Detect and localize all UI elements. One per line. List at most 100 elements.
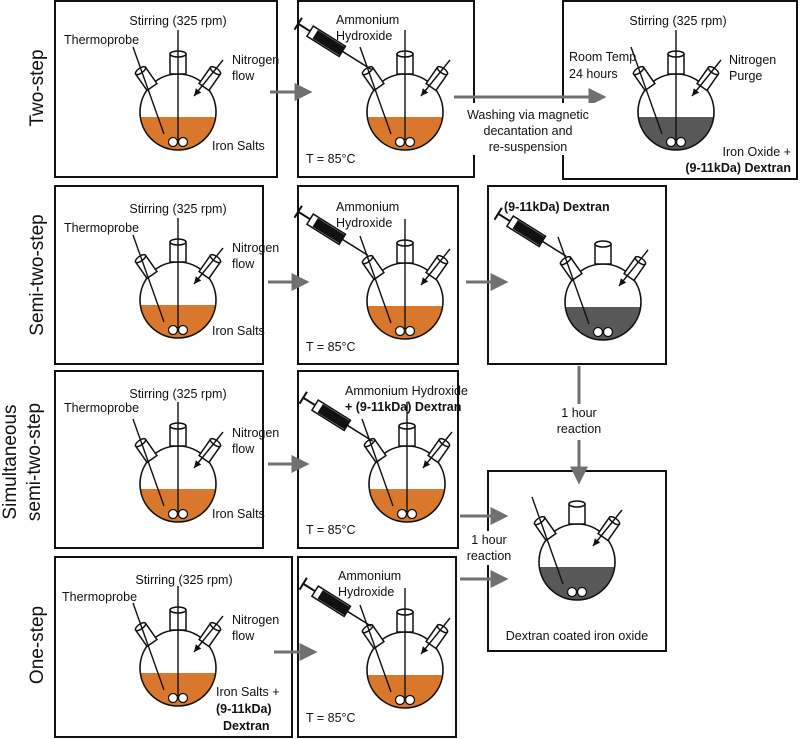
right-neck: [623, 255, 647, 282]
right-neck: [427, 437, 451, 464]
label-thermoprobe: Thermoprobe: [64, 401, 139, 415]
needle: [341, 238, 369, 256]
label-nitrogen: Nitrogen: [232, 53, 279, 67]
right-neck: [198, 253, 222, 280]
left-neck: [363, 437, 387, 464]
label-flow: flow: [232, 442, 255, 456]
nitrogen-line: [420, 617, 451, 655]
nitrogen-line: [420, 248, 451, 286]
stir-bar: [576, 586, 588, 598]
barrel-fill: [512, 220, 545, 246]
thermoprobe: [132, 602, 165, 691]
label-thermoprobe: Thermoprobe: [64, 221, 139, 235]
label-one-hour: 1 hour: [561, 406, 596, 420]
plunger-cap: [298, 577, 308, 591]
thermoprobe: [132, 234, 165, 323]
label-nitrogen: Nitrogen: [729, 53, 776, 67]
stir-bar: [396, 508, 408, 520]
arrow-tip: [619, 278, 627, 286]
barrel-fill: [317, 404, 350, 430]
label-dextran-word: Dextran: [223, 719, 270, 733]
nitrogen-line: [422, 431, 453, 469]
left-neck: [361, 623, 385, 650]
label-temperature: T = 85°C: [306, 340, 356, 354]
plunger-rod: [297, 210, 311, 221]
stir-bar: [177, 692, 189, 704]
label-reaction: reaction: [467, 549, 512, 563]
row-label-simultaneous-line2: semi-two-step: [24, 403, 45, 521]
barrel-fill: [317, 590, 350, 616]
plunger-cap: [493, 207, 503, 221]
stir-bar: [404, 694, 416, 706]
stir-bar: [167, 324, 179, 336]
left-neck: [632, 65, 656, 92]
right-neck: [425, 623, 449, 650]
plunger-rod: [297, 22, 311, 33]
nitrogen-line: [618, 249, 649, 287]
stir-bar: [566, 586, 578, 598]
needle: [341, 50, 372, 70]
left-neck: [134, 437, 158, 464]
stir-bar: [406, 508, 418, 520]
needle: [346, 610, 372, 627]
liquid: [539, 567, 615, 600]
box-two-step-3: [562, 0, 798, 180]
arrow-tip: [194, 276, 202, 284]
stir-bar: [675, 136, 687, 148]
syringe-ammonium-hydroxide-1: [293, 17, 372, 70]
box-two-step-1: [54, 0, 278, 178]
label-temperature: T = 85°C: [306, 152, 356, 166]
flask-two-step-iron-salts: [132, 30, 224, 151]
label-stirring: Stirring (325 rpm): [129, 202, 226, 216]
left-neck: [361, 65, 385, 92]
right-neck: [597, 515, 621, 542]
syringe-body: [493, 207, 567, 257]
box-two-step-2: [297, 0, 475, 178]
nitrogen-line: [193, 59, 224, 97]
label-nitrogen: Nitrogen: [232, 241, 279, 255]
label-nitrogen: Nitrogen: [232, 613, 279, 627]
label-iron-salts-plus: Iron Salts +: [216, 685, 280, 699]
left-neck: [134, 621, 158, 648]
flask-two-step-base: [359, 30, 451, 151]
syringe-ammonium-hydroxide-3: [298, 577, 372, 627]
nitrogen-line: [592, 509, 623, 547]
box-semi-1: [54, 185, 264, 365]
label-thermoprobe: Thermoprobe: [64, 33, 139, 47]
thermoprobe: [359, 604, 392, 693]
stir-bar: [177, 508, 189, 520]
right-neck: [696, 65, 720, 92]
label-washing-3: re-suspension: [489, 140, 568, 154]
flask-one-step-base: [359, 588, 451, 709]
plunger-cap: [293, 205, 303, 219]
plunger-rod: [302, 582, 316, 593]
flask-semi-dextran: [557, 236, 649, 341]
row-label-one-step: One-step: [27, 606, 48, 684]
syringe-ammonium-hydroxide-2: [293, 205, 369, 256]
stir-bar: [665, 136, 677, 148]
label-stirring: Stirring (325 rpm): [129, 387, 226, 401]
label-room-temp: Room Temp: [569, 50, 636, 64]
stir-bar: [394, 325, 406, 337]
flask-semi-base: [359, 219, 451, 340]
syringe-body: [293, 205, 369, 256]
thermoprobe: [630, 46, 663, 135]
barrel-fill: [312, 30, 345, 56]
label-iron-salts: Iron Salts: [212, 324, 265, 338]
thermoprobe: [132, 46, 165, 135]
right-neck: [198, 621, 222, 648]
syringe-body: [298, 577, 372, 627]
flask-sim-iron-salts: [132, 402, 224, 523]
plunger-rod: [302, 396, 316, 407]
barrel-fill: [312, 218, 345, 244]
syringe-body: [298, 391, 374, 442]
label-flow: flow: [232, 257, 255, 271]
syringe-dextran: [493, 207, 567, 257]
thermoprobe: [359, 46, 392, 135]
arrow-tip: [421, 646, 429, 654]
label-temperature: T = 85°C: [306, 711, 356, 725]
nitrogen-line: [193, 615, 224, 653]
label-iron-oxide-plus: Iron Oxide +: [723, 145, 791, 159]
arrow-tip: [194, 644, 202, 652]
